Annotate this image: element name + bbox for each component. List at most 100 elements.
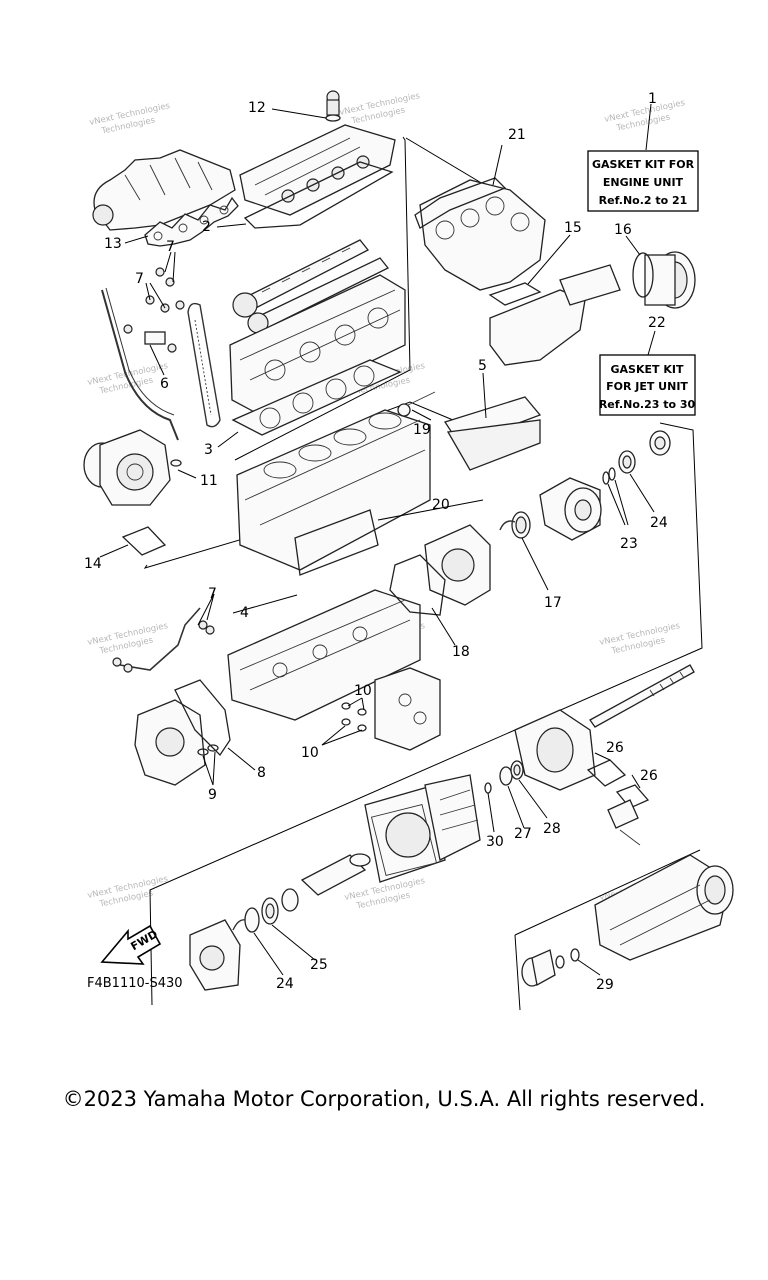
part-19 (397, 391, 436, 417)
jet-gasket-kit-box: GASKET KIT FOR JET UNIT Ref.No.23 to 30 (599, 330, 696, 416)
callout-17: 17 (544, 595, 562, 611)
callout-13: 13 (104, 236, 122, 252)
callout-21: 21 (508, 127, 526, 143)
oil-seal-17 (511, 511, 531, 539)
intake-gasket (414, 177, 507, 229)
bearing-top (649, 430, 671, 456)
callout-20: 20 (432, 497, 450, 513)
gasket-15 (488, 282, 542, 306)
coupling-shaft (539, 477, 602, 541)
callout-29: 29 (596, 977, 614, 993)
throttle-body (644, 251, 696, 309)
callout-4: 4 (240, 605, 249, 621)
jet-nozzle (594, 854, 734, 961)
gaskets-26 (586, 759, 650, 846)
callout-5: 5 (478, 358, 487, 374)
impeller (424, 774, 481, 861)
callout-10-bottom: 10 (301, 745, 319, 761)
copyright-notice: ©2023 Yamaha Motor Corporation, U.S.A. A… (62, 1087, 706, 1111)
gasket-16 (632, 252, 654, 298)
turbo-gasket-14 (121, 526, 167, 556)
callout-8: 8 (257, 765, 266, 781)
turbocharger (83, 429, 171, 506)
generator-cover (424, 524, 491, 606)
pump-housing-10 (374, 667, 441, 751)
callout-15: 15 (564, 220, 582, 236)
callout-22: 22 (648, 315, 666, 331)
head-cover-gasket (243, 161, 394, 229)
bearing-housing (514, 709, 596, 791)
callout-7-top-left: 7 (135, 271, 144, 287)
orings-23 (602, 467, 616, 485)
gasket-20 (294, 509, 379, 576)
timing-chain (187, 302, 221, 428)
callout-30: 30 (486, 834, 504, 850)
callout-1: 1 (648, 91, 657, 107)
engine-gasket-kit-box: GASKET KIT FOR ENGINE UNIT Ref.No.2 to 2… (587, 103, 699, 212)
drive-sleeve (300, 853, 371, 896)
svg-text:GASKET KIT FOR: GASKET KIT FOR (592, 158, 695, 171)
callout-7-top-right: 7 (166, 239, 175, 255)
drive-shaft (589, 664, 695, 728)
exhaust-manifold (92, 149, 236, 231)
leader-lines (99, 108, 655, 976)
svg-text:Ref.No.23 to 30: Ref.No.23 to 30 (599, 398, 696, 411)
intermediate-housing (189, 919, 241, 991)
callout-27: 27 (514, 826, 532, 842)
circlip-top (499, 520, 516, 531)
jet-pump-housing (364, 784, 446, 883)
callout-12: 12 (248, 100, 266, 116)
gasket-18 (389, 554, 446, 616)
callout-25: 25 (310, 957, 328, 973)
callout-23: 23 (620, 536, 638, 552)
svg-text:FOR JET UNIT: FOR JET UNIT (606, 380, 688, 393)
callout-28: 28 (543, 821, 561, 837)
callout-11: 11 (200, 473, 218, 489)
callout-24-bottom: 24 (276, 976, 294, 992)
oil-dipstick-pipe (101, 287, 182, 467)
callout-26-right: 26 (640, 768, 658, 784)
intake-manifold (419, 179, 546, 291)
callout-26-top: 26 (606, 740, 624, 756)
callout-24-top: 24 (650, 515, 668, 531)
callout-16: 16 (614, 222, 632, 238)
diagram-code: F4B1110-S430 (87, 976, 183, 991)
callout-labels: 1 12 21 2 15 16 13 7 7 22 5 6 19 3 11 20… (84, 91, 668, 993)
svg-text:Ref.No.2 to 21: Ref.No.2 to 21 (599, 194, 688, 207)
seals-27-28-30 (484, 760, 524, 794)
oil-pipe-left (112, 607, 215, 673)
svg-text:ENGINE UNIT: ENGINE UNIT (603, 176, 684, 189)
oil-pump (134, 699, 206, 786)
callout-3: 3 (204, 442, 213, 458)
intercooler-duct (489, 264, 621, 366)
callout-2: 2 (202, 219, 211, 235)
callout-7-mid: 7 (208, 586, 217, 602)
bearing-24-25 (232, 888, 299, 933)
orings-10 (341, 702, 367, 732)
callout-9: 9 (208, 787, 217, 803)
exhaust-manifold-gasket (144, 196, 239, 247)
svg-text:GASKET KIT: GASKET KIT (611, 363, 684, 376)
gasket-8 (174, 679, 231, 757)
callout-19: 19 (413, 422, 431, 438)
cylinder-head (229, 274, 406, 416)
orings-9 (197, 744, 219, 756)
oil-cooler-cover-5 (443, 396, 542, 471)
fittings-cluster-top (123, 267, 185, 353)
cylinder-block (236, 409, 431, 571)
callout-6: 6 (160, 376, 169, 392)
callout-18: 18 (452, 644, 470, 660)
nozzle-bushing-29 (521, 948, 580, 987)
cylinder-head-gasket (231, 359, 402, 436)
oil-seal-24-top (618, 450, 636, 474)
crankcase (227, 589, 421, 721)
camshafts (232, 239, 390, 334)
